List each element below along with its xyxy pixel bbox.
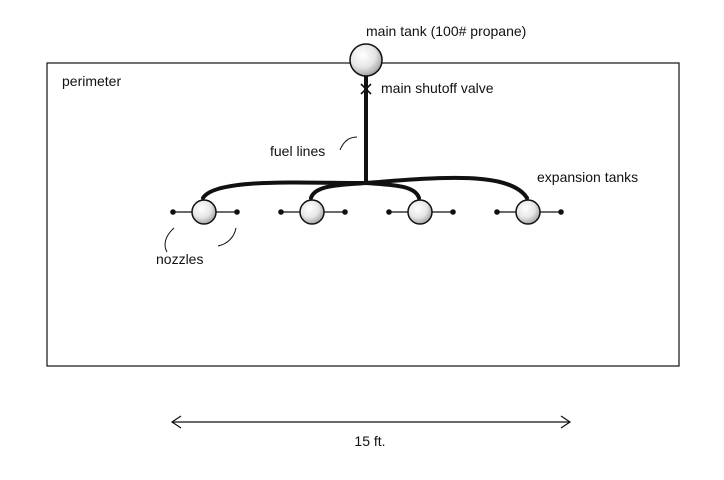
nozzles-label: nozzles (156, 251, 203, 267)
expansion-tanks (191, 199, 541, 225)
expansion-tank-4 (515, 199, 541, 225)
expansion-tank-2 (299, 199, 325, 225)
dimension-arrow (170, 415, 572, 429)
nozzle (494, 209, 500, 215)
expansion-tank-1 (191, 199, 217, 225)
fuel-lines (201, 175, 529, 200)
expansion-tank-3 (407, 199, 433, 225)
nozzles-leader-right (217, 227, 237, 247)
nozzles (170, 209, 564, 215)
expansion-tanks-label: expansion tanks (537, 169, 638, 185)
nozzle (450, 209, 456, 215)
nozzle (558, 209, 564, 215)
perimeter-label: perimeter (62, 73, 121, 89)
fuel-lines-label: fuel lines (270, 143, 325, 159)
nozzle (234, 209, 240, 215)
nozzle (386, 209, 392, 215)
main-shutoff-valve-label: main shutoff valve (381, 80, 494, 96)
main-shutoff-valve (360, 83, 372, 95)
fuel-lines-leader (339, 136, 358, 151)
fuel-line-2 (309, 181, 368, 200)
nozzle (278, 209, 284, 215)
dimension-label: 15 ft. (354, 433, 385, 449)
nozzles-leader-left (164, 227, 175, 253)
fuel-line-4 (364, 175, 529, 200)
fuel-line-3 (364, 181, 421, 200)
perimeter-rect (46, 62, 680, 367)
main-tank-label: main tank (100# propane) (366, 23, 526, 39)
nozzle (342, 209, 348, 215)
fuel-line-1 (201, 180, 368, 200)
main-tank (349, 43, 383, 77)
nozzle (170, 209, 176, 215)
